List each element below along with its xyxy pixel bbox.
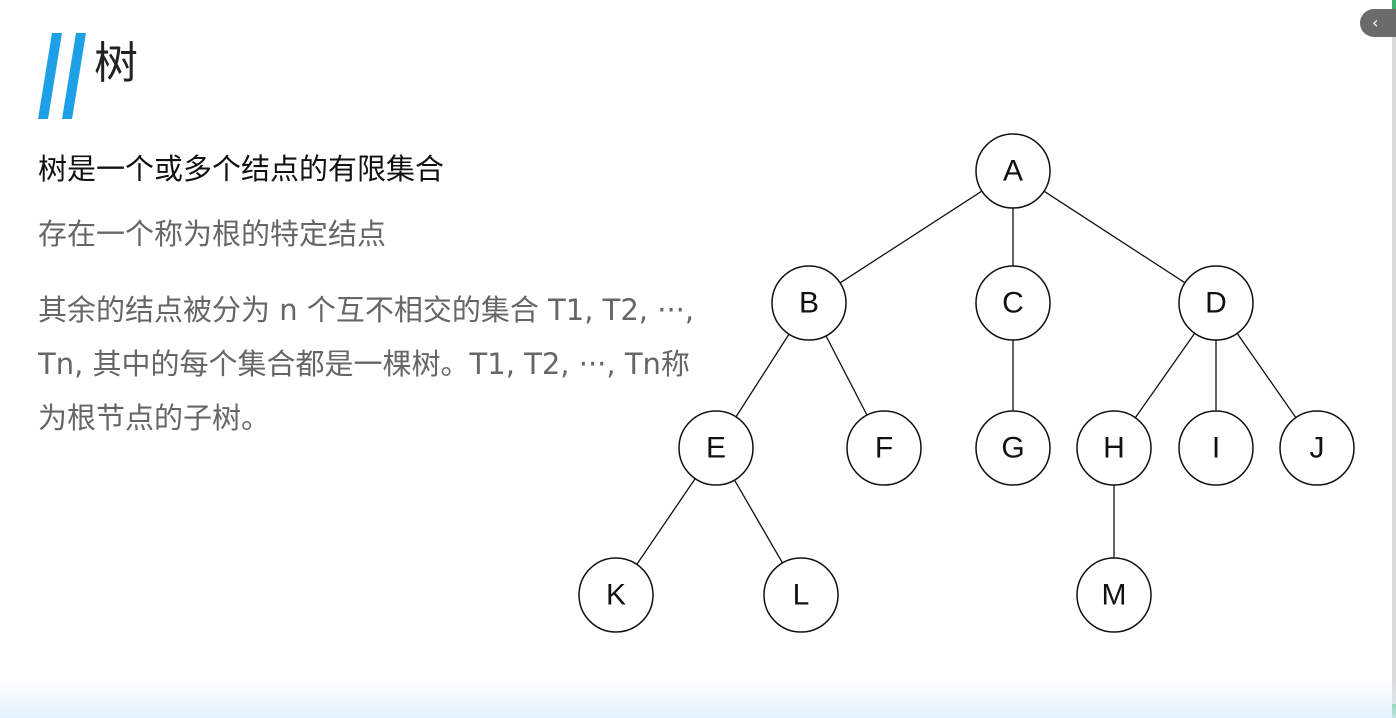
tree-node-H: H bbox=[1076, 410, 1152, 486]
node-label-J: J bbox=[1310, 432, 1325, 465]
tree-node-E: E bbox=[678, 410, 754, 486]
definition-line-3: 其余的结点被分为 n 个互不相交的集合 T1, T2, ···, Tn, 其中的… bbox=[38, 293, 695, 435]
node-label-B: B bbox=[799, 287, 819, 320]
node-circle-F bbox=[846, 410, 922, 486]
node-circle-B bbox=[771, 265, 847, 341]
node-circle-D bbox=[1178, 265, 1254, 341]
tree-node-K: K bbox=[578, 557, 654, 633]
node-circle-C bbox=[975, 265, 1051, 341]
node-label-A: A bbox=[1003, 155, 1023, 188]
edge-D-H bbox=[1134, 332, 1196, 419]
tree-node-J: J bbox=[1279, 410, 1355, 486]
edge-D-J bbox=[1236, 332, 1297, 419]
node-label-K: K bbox=[606, 579, 626, 612]
node-label-H: H bbox=[1103, 432, 1125, 465]
definition-line-2: 存在一个称为根的特定结点 bbox=[38, 215, 386, 254]
node-circle-L bbox=[763, 557, 839, 633]
tree-node-F: F bbox=[846, 410, 922, 486]
tree-node-I: I bbox=[1178, 410, 1254, 486]
edge-E-L bbox=[733, 479, 784, 564]
node-circle-I bbox=[1178, 410, 1254, 486]
tree-node-G: G bbox=[975, 410, 1051, 486]
node-label-I: I bbox=[1212, 432, 1220, 465]
collapse-button[interactable]: ‹ bbox=[1360, 9, 1396, 37]
node-circle-G bbox=[975, 410, 1051, 486]
tree-node-M: M bbox=[1076, 557, 1152, 633]
side-indicator-top bbox=[1392, 0, 1396, 10]
edge-A-D bbox=[1043, 190, 1186, 284]
node-circle-A bbox=[975, 133, 1051, 209]
tree-node-A: A bbox=[975, 133, 1051, 209]
node-label-L: L bbox=[793, 579, 810, 612]
node-label-G: G bbox=[1001, 432, 1024, 465]
definition-line-2-part-b: 特定结点 bbox=[270, 217, 387, 251]
tree-node-B: B bbox=[771, 265, 847, 341]
node-circle-K bbox=[578, 557, 654, 633]
node-circle-H bbox=[1076, 410, 1152, 486]
chevron-left-icon: ‹ bbox=[1372, 13, 1379, 32]
tree-node-L: L bbox=[763, 557, 839, 633]
slide-title: 树 bbox=[94, 38, 138, 89]
node-circle-E bbox=[678, 410, 754, 486]
node-circle-J bbox=[1279, 410, 1355, 486]
definition-line-1: 树是一个或多个结点的有限集合 bbox=[38, 152, 445, 186]
node-label-D: D bbox=[1205, 287, 1227, 320]
node-label-E: E bbox=[706, 432, 726, 465]
node-label-C: C bbox=[1002, 287, 1024, 320]
title-accent-icon bbox=[38, 33, 86, 119]
edge-B-E bbox=[735, 333, 790, 418]
edge-B-F bbox=[825, 335, 868, 416]
definition-line-2-part-a: 存在一个称为根的 bbox=[38, 217, 271, 251]
node-circle-M bbox=[1076, 557, 1152, 633]
node-label-F: F bbox=[875, 432, 893, 465]
bottom-decoration bbox=[0, 678, 1396, 718]
side-scroll-track bbox=[1392, 0, 1396, 718]
tree-node-C: C bbox=[975, 265, 1051, 341]
node-label-M: M bbox=[1102, 579, 1127, 612]
edge-A-B bbox=[839, 190, 983, 284]
tree-node-D: D bbox=[1178, 265, 1254, 341]
edge-E-K bbox=[636, 478, 696, 565]
